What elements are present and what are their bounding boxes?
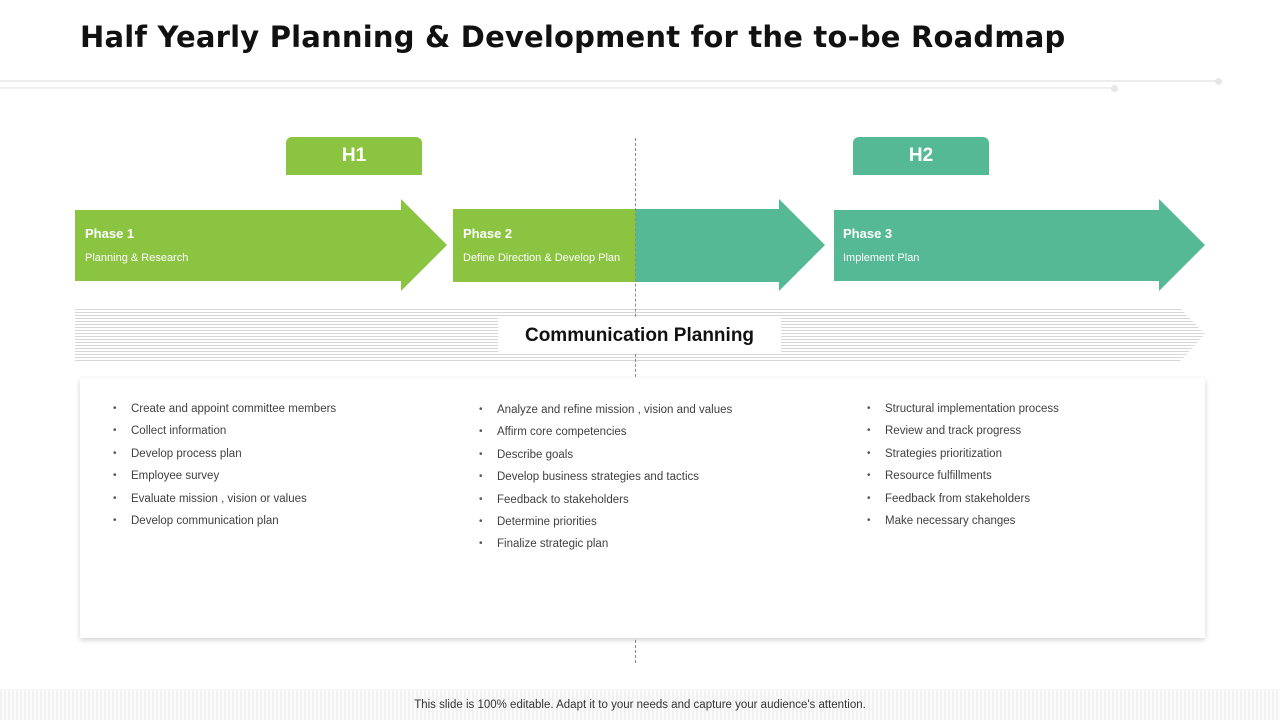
phase-2-arrow-left — [453, 209, 636, 282]
list-item: Evaluate mission , vision or values — [113, 491, 336, 513]
phase-1-arrow — [75, 199, 447, 291]
title-rule — [0, 80, 1222, 82]
phase-2-label: Phase 2 — [463, 226, 513, 241]
list-item: Determine priorities — [479, 514, 732, 536]
list-item: Describe goals — [479, 447, 732, 469]
list-item: Develop communication plan — [113, 513, 336, 535]
rule-dot-end — [1215, 78, 1222, 85]
activities-panel: Create and appoint committee members Col… — [80, 378, 1205, 638]
list-item: Collect information — [113, 423, 336, 445]
footer-note: This slide is 100% editable. Adapt it to… — [0, 689, 1280, 720]
list-item: Affirm core competencies — [479, 424, 732, 446]
title-rule-secondary — [0, 87, 1115, 89]
half-tab-h2: H2 — [853, 137, 989, 175]
activities-column-h1-phase-1: Create and appoint committee members Col… — [113, 401, 336, 535]
list-item: Structural implementation process — [867, 401, 1059, 423]
phase-2-desc: Define Direction & Develop Plan — [463, 252, 621, 264]
activities-column-phase-2: Analyze and refine mission , vision and … — [479, 402, 732, 559]
list-item: Analyze and refine mission , vision and … — [479, 402, 732, 424]
rule-dot-mid — [1111, 85, 1118, 92]
page-title: Half Yearly Planning & Development for t… — [80, 20, 1066, 54]
list-item: Resource fulfillments — [867, 468, 1059, 490]
phase-1-desc: Planning & Research — [85, 252, 189, 264]
list-item: Employee survey — [113, 468, 336, 490]
list-item: Develop process plan — [113, 446, 336, 468]
list-item: Develop business strategies and tactics — [479, 469, 732, 491]
list-item: Create and appoint committee members — [113, 401, 336, 423]
communication-planning-label: Communication Planning — [498, 318, 781, 353]
list-item: Feedback to stakeholders — [479, 492, 732, 514]
list-item: Make necessary changes — [867, 513, 1059, 535]
footer-text: This slide is 100% editable. Adapt it to… — [414, 698, 866, 711]
phase-3-label: Phase 3 — [843, 226, 893, 241]
phase-3-desc: Implement Plan — [843, 252, 920, 264]
list-item: Strategies prioritization — [867, 446, 1059, 468]
phase-3-arrow — [834, 199, 1205, 291]
phase-1-label: Phase 1 — [85, 226, 135, 241]
list-item: Finalize strategic plan — [479, 536, 732, 558]
list-item: Feedback from stakeholders — [867, 491, 1059, 513]
phase-2-arrow-right — [636, 199, 825, 291]
list-item: Review and track progress — [867, 423, 1059, 445]
half-tab-h1: H1 — [286, 137, 422, 175]
activities-column-phase-3: Structural implementation process Review… — [867, 401, 1059, 535]
